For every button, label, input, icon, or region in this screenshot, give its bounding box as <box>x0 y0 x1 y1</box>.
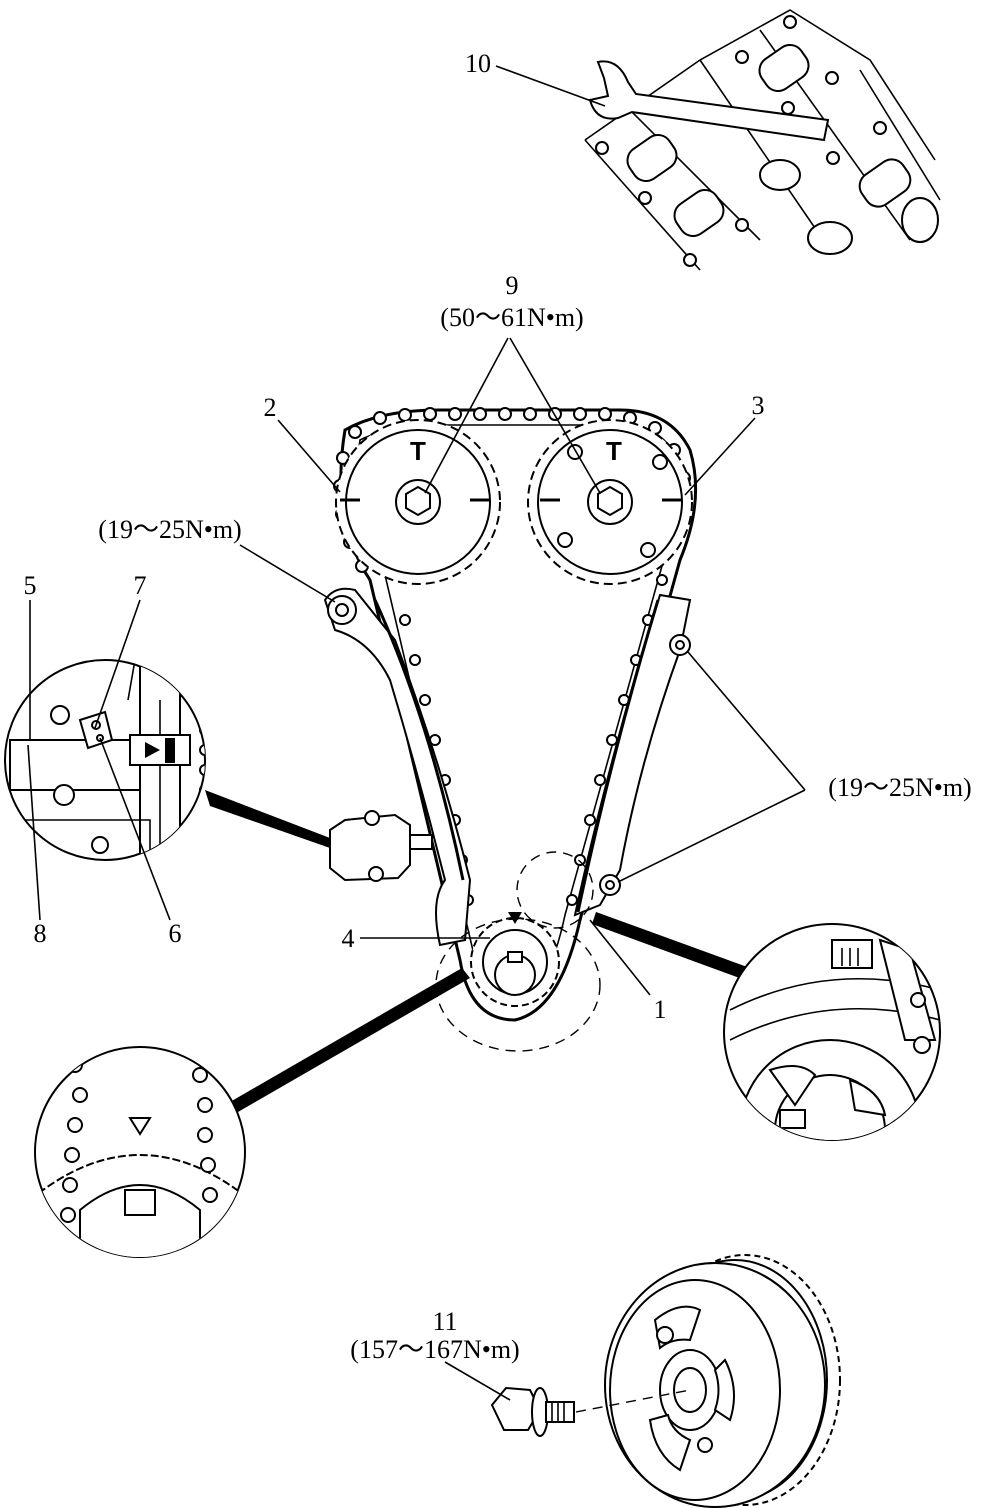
bolt-icon <box>490 1386 691 1437</box>
wrench-icon <box>588 60 830 142</box>
tensioner-arm <box>323 587 472 947</box>
tensioner-detail-inset <box>4 659 206 861</box>
timing-chain <box>333 407 698 1022</box>
camshaft-wrench-view <box>584 9 941 271</box>
pulley-detail-inset <box>723 923 941 1141</box>
labels: 10 9 (50～61N•m) 2 3 (19～25N•m) 5 7 (19～2… <box>24 49 972 1364</box>
crankshaft-sprocket <box>435 851 601 1052</box>
label-4: 4 <box>342 924 355 953</box>
camshaft-sprocket-right: T <box>527 419 693 585</box>
label-5: 5 <box>24 571 37 600</box>
torque-left-guide-bolt: (19～25N•m) <box>98 515 241 544</box>
label-10: 10 <box>465 49 491 78</box>
label-3: 3 <box>752 391 765 420</box>
chain-guide-right <box>573 593 692 917</box>
torque-right-guide-bolts: (19～25N•m) <box>828 773 971 802</box>
camshaft-sprocket-left: T <box>335 419 501 585</box>
label-6: 6 <box>169 919 182 948</box>
label-11: 11 <box>432 1307 457 1336</box>
crankshaft-pulley <box>604 1254 841 1508</box>
sprocket-mark-left: T <box>410 436 426 466</box>
triangle-mark-icon <box>128 1117 152 1136</box>
triangle-mark-icon <box>508 912 522 924</box>
torque-camshaft-bolts: (50～61N•m) <box>440 303 583 332</box>
label-2: 2 <box>264 393 277 422</box>
sprocket-mark-right: T <box>606 436 622 466</box>
label-8: 8 <box>34 919 47 948</box>
leader-lines <box>27 65 806 1401</box>
label-1: 1 <box>654 995 667 1024</box>
label-7: 7 <box>134 571 147 600</box>
crank-sprocket-detail-inset <box>34 1046 246 1258</box>
label-9: 9 <box>506 271 519 300</box>
torque-crank-pulley-bolt: (157～167N•m) <box>350 1335 519 1364</box>
chain-tensioner <box>329 810 433 882</box>
